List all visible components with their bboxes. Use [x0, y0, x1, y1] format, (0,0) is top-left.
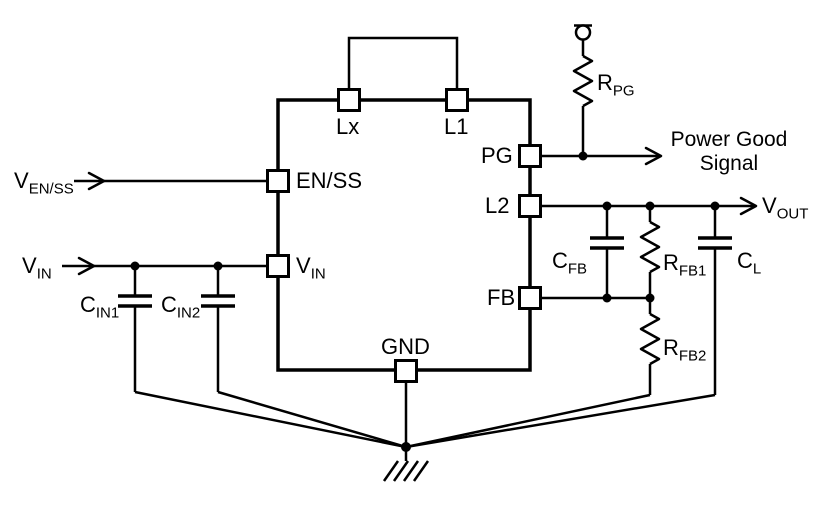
label-ven-ss-main: V — [14, 168, 29, 193]
label-rfb2: RFB2 — [663, 335, 706, 364]
label-cl-main: C — [737, 248, 753, 273]
vin-input-arrow-icon — [77, 256, 96, 276]
label-ven-ss-sub: EN/SS — [28, 180, 74, 198]
earth-ground-icon — [382, 447, 430, 482]
label-ven-ss: VEN/SS — [14, 168, 74, 197]
label-cfb: CFB — [552, 248, 587, 277]
label-power-good-line2: Signal — [699, 152, 759, 175]
pin-label-l1: L1 — [444, 114, 469, 139]
label-rfb1-sub: FB1 — [678, 262, 707, 280]
vout-output-arrow-icon — [739, 196, 758, 216]
ven-ss-input-arrow-icon — [87, 171, 106, 191]
label-cin1-sub: IN1 — [95, 304, 120, 322]
ic-body — [276, 98, 532, 372]
label-cin2: CIN2 — [161, 292, 200, 321]
label-vin-signal-main: V — [22, 253, 37, 278]
pin-label-vin: VIN — [296, 253, 326, 282]
pin-square-l2 — [518, 194, 542, 218]
cl-capacitor-symbol — [698, 236, 732, 250]
rpg-supply-terminal-icon — [574, 24, 592, 41]
label-cin1-main: C — [80, 292, 96, 317]
label-cin2-main: C — [161, 292, 177, 317]
rfb2-ground-wire — [405, 393, 651, 449]
terminal-circle — [574, 24, 592, 41]
rfb1-resistor-symbol — [639, 220, 661, 274]
rfb2-resistor-symbol — [639, 312, 661, 366]
pin-label-vin-main: V — [296, 253, 311, 278]
pin-label-gnd: GND — [381, 334, 430, 359]
pin-label-en-ss: EN/SS — [296, 168, 363, 193]
junction-dot — [710, 201, 720, 211]
label-vout: VOUT — [762, 193, 808, 222]
label-rfb1: RFB1 — [663, 250, 706, 279]
label-cl: CL — [737, 248, 761, 277]
pin-square-lx — [337, 88, 361, 112]
junction-dot — [602, 201, 612, 211]
cin1-ground-wire — [134, 390, 407, 449]
junction-dot — [645, 201, 655, 211]
label-vout-sub: OUT — [776, 205, 809, 223]
junction-dot — [578, 151, 588, 161]
junction-dot — [645, 293, 655, 303]
pin-label-vin-sub: IN — [310, 265, 326, 283]
junction-dot — [130, 261, 140, 271]
label-rfb2-main: R — [663, 335, 679, 360]
pin-square-gnd — [394, 359, 418, 383]
label-cin1: CIN1 — [80, 292, 119, 321]
pin-label-fb: FB — [487, 285, 516, 310]
pin-square-en-ss — [266, 169, 290, 193]
label-power-good-signal: Power Good Signal — [662, 128, 796, 176]
pin-square-vin — [266, 254, 290, 278]
cfb-capacitor-symbol — [590, 236, 624, 250]
junction-dots — [130, 151, 720, 452]
pin-square-pg — [518, 144, 542, 168]
label-vin-signal: VIN — [22, 253, 52, 282]
label-rpg: RPG — [597, 70, 635, 99]
wires — [62, 36, 756, 449]
label-rpg-sub: PG — [612, 82, 635, 100]
label-rfb1-main: R — [663, 250, 679, 275]
label-cfb-main: C — [552, 248, 568, 273]
label-cin2-sub: IN2 — [176, 304, 201, 322]
pin-label-lx: Lx — [336, 114, 360, 139]
label-vout-main: V — [762, 193, 777, 218]
rpg-resistor-symbol — [572, 54, 594, 108]
label-cfb-sub: FB — [567, 260, 588, 278]
cin2-capacitor-symbol — [201, 294, 235, 308]
pin-label-l2: L2 — [485, 193, 510, 218]
cin2-ground-wire — [217, 390, 407, 449]
junction-dot — [213, 261, 223, 271]
cin1-capacitor-symbol — [118, 294, 152, 308]
label-rpg-main: R — [597, 70, 613, 95]
cl-ground-wire — [405, 393, 716, 449]
label-vin-signal-sub: IN — [36, 265, 52, 283]
pin-label-pg: PG — [481, 143, 513, 168]
junction-dot — [602, 293, 612, 303]
label-rfb2-sub: FB2 — [678, 347, 707, 365]
label-cl-sub: L — [752, 260, 762, 278]
pin-square-fb — [518, 286, 542, 310]
power-good-output-arrow-icon — [644, 146, 663, 166]
lx-l1-inductor-loop-wire — [347, 36, 459, 90]
label-power-good-line1: Power Good — [670, 128, 788, 151]
pin-square-l1 — [445, 88, 469, 112]
